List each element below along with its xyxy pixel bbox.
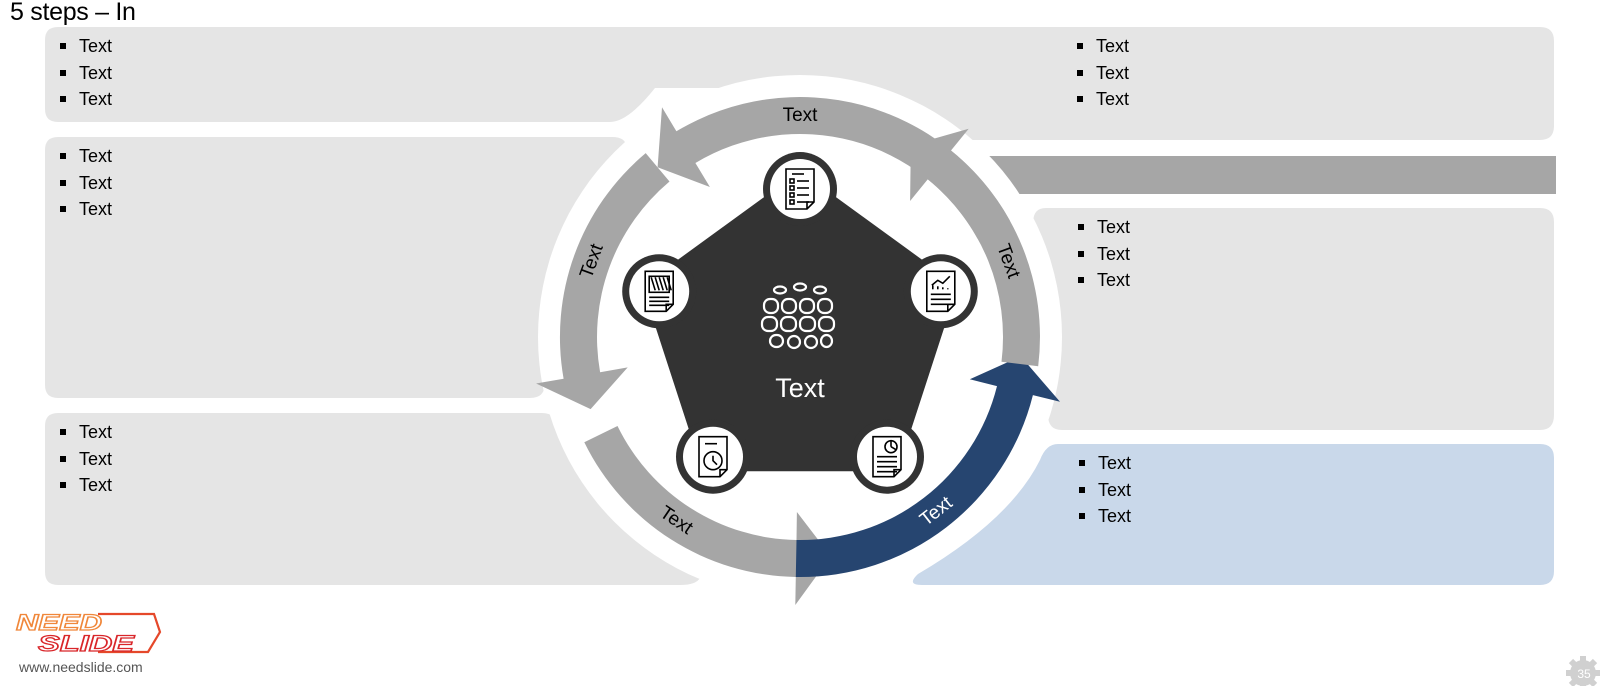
arrow-label-top: Text bbox=[783, 105, 819, 126]
arrow-bottom-right bbox=[795, 356, 1060, 578]
panel-bottom-right bbox=[912, 444, 1554, 585]
bullet-item: Text bbox=[1077, 214, 1130, 241]
arrow-bottom-left bbox=[584, 426, 831, 605]
bullet-item: Text bbox=[1077, 241, 1130, 268]
svg-text:NEED: NEED bbox=[16, 610, 102, 635]
node-left bbox=[622, 254, 697, 329]
panel-middle-right bbox=[1033, 208, 1554, 430]
bullet-item: Text bbox=[59, 446, 112, 473]
node-right bbox=[903, 254, 978, 329]
arrow-right bbox=[910, 128, 1040, 367]
bullet-item: Text bbox=[1078, 450, 1131, 477]
connector-band bbox=[960, 156, 1556, 194]
bullet-item: Text bbox=[59, 170, 112, 197]
pie-chart-document-icon bbox=[872, 435, 902, 478]
bullet-item: Text bbox=[59, 33, 112, 60]
bullet-item: Text bbox=[59, 472, 112, 499]
bullet-item: Text bbox=[59, 143, 112, 170]
arrow-top bbox=[657, 97, 1010, 239]
checklist-document-icon bbox=[785, 168, 815, 210]
needslide-logo: NEED SLIDE bbox=[14, 609, 164, 661]
panel-bottom-left bbox=[45, 413, 700, 585]
svg-text:SLIDE: SLIDE bbox=[38, 631, 136, 656]
chart-report-icon bbox=[925, 270, 956, 313]
node-top bbox=[763, 152, 837, 226]
footer-url: www.needslide.com bbox=[19, 659, 143, 675]
bullet-item: Text bbox=[59, 60, 112, 87]
node-bottom-right bbox=[850, 419, 924, 494]
center-label: Text bbox=[775, 373, 825, 403]
bullet-item: Text bbox=[1076, 60, 1129, 87]
bullet-item: Text bbox=[59, 196, 112, 223]
bullet-item: Text bbox=[1076, 86, 1129, 113]
bullet-item: Text bbox=[1077, 267, 1130, 294]
bullet-item: Text bbox=[1078, 503, 1131, 530]
bullet-item: Text bbox=[1078, 477, 1131, 504]
text-document-icon bbox=[644, 270, 675, 313]
cycle-nodes bbox=[622, 152, 978, 494]
node-bottom-left bbox=[676, 419, 750, 494]
panel-middle-left bbox=[45, 137, 627, 398]
bullet-item: Text bbox=[59, 86, 112, 113]
svg-text:35: 35 bbox=[1577, 667, 1591, 681]
center-pentagon bbox=[653, 191, 947, 472]
globe-icon bbox=[760, 282, 836, 350]
clock-document-icon bbox=[698, 435, 728, 478]
bullet-item: Text bbox=[1076, 33, 1129, 60]
bullet-item: Text bbox=[59, 419, 112, 446]
page-number-badge: 35 bbox=[1566, 656, 1600, 686]
slide-title: 5 steps – In bbox=[10, 0, 136, 26]
arrow-left bbox=[536, 153, 670, 410]
